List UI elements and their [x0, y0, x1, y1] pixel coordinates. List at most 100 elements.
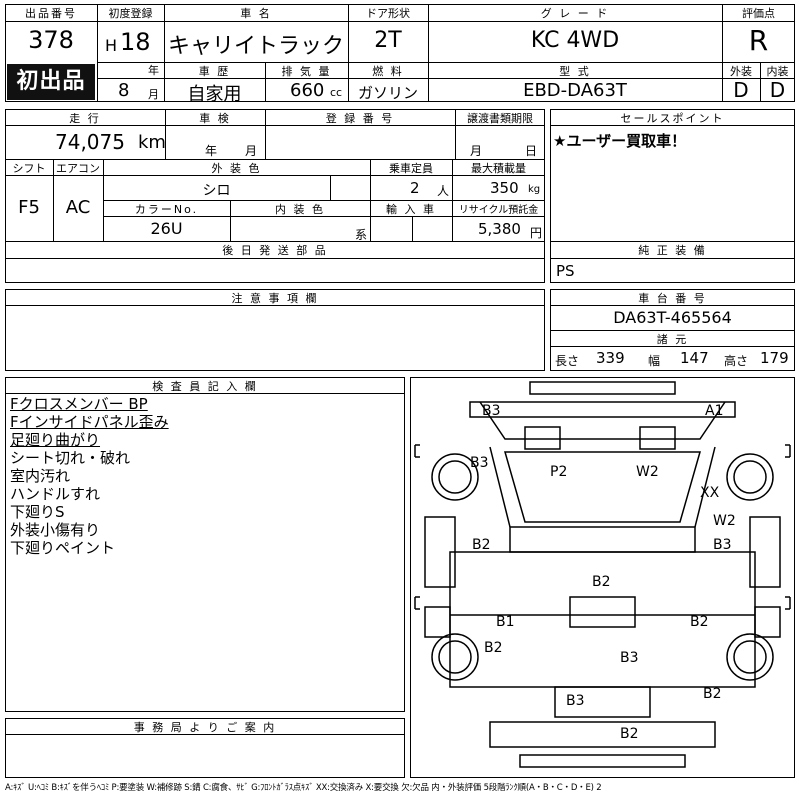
inspector-line: ハンドルすれ — [10, 485, 101, 503]
height-value: 179 — [760, 349, 789, 367]
inspector-line: 外装小傷有り — [10, 521, 101, 539]
grade-value: KC 4WD — [530, 28, 620, 53]
mileage-value: 74,075 — [55, 130, 125, 154]
first-listing-badge: 初出品 — [7, 64, 95, 100]
parts-label: 後 日 発 送 部 品 — [222, 244, 328, 257]
plate-label: 登 録 番 号 — [325, 112, 395, 125]
ac-label: エアコン — [56, 162, 100, 175]
colorno-value: 26U — [150, 219, 183, 238]
grade-label: グ レ ー ド — [540, 7, 610, 20]
transfer-day-unit: 日 — [525, 144, 538, 158]
interior-color-unit: 系 — [355, 228, 368, 242]
car-name: キャリイトラック — [167, 34, 344, 59]
interior-grade-label: 内装 — [766, 65, 789, 78]
model-label: 型 式 — [559, 65, 591, 78]
recycle-value: 5,380 — [478, 220, 521, 238]
equipment-value: PS — [556, 262, 575, 280]
damage-mark: B3 — [620, 650, 639, 666]
transfer-month-unit: 月 — [470, 144, 483, 158]
displacement-unit: cc — [330, 86, 343, 99]
inspector-line: 足廻り曲がり — [10, 431, 101, 449]
exterior-grade: D — [733, 78, 749, 102]
header-block — [5, 4, 795, 102]
length-value: 339 — [596, 349, 625, 367]
month-value: 8 — [118, 80, 130, 101]
color-value: シロ — [202, 183, 231, 199]
score-label: 評価点 — [742, 7, 775, 20]
caution-box — [5, 289, 545, 371]
truck-diagram-svg — [414, 381, 791, 768]
chassis-label: 車 台 番 号 — [638, 292, 707, 305]
damage-mark: W2 — [713, 513, 736, 529]
damage-mark: B3 — [713, 537, 732, 553]
damage-mark: B3 — [470, 455, 489, 471]
displacement-label: 排 気 量 — [281, 65, 332, 78]
damage-mark: B2 — [592, 574, 611, 590]
inspector-box — [5, 377, 405, 712]
door-type: 2T — [374, 28, 402, 53]
era-value: H — [105, 36, 118, 55]
load-unit: kg — [528, 184, 541, 195]
damage-mark: XX — [700, 485, 720, 501]
inspector-line: 下廻りペイント — [10, 539, 116, 557]
inspector-line: Fインサイドパネル歪み — [10, 413, 169, 431]
damage-mark: B2 — [472, 537, 491, 553]
capacity-value: 2 — [410, 179, 420, 197]
sales-point-text: ★ユーザー買取車！ — [553, 132, 687, 150]
ac-value: AC — [65, 197, 91, 218]
load-label: 最大積載量 — [471, 162, 526, 175]
lot-number: 378 — [28, 26, 74, 54]
office-box — [5, 718, 405, 778]
registration-label: 初度登録 — [108, 7, 153, 20]
inspection-year-unit: 年 — [205, 144, 218, 158]
car-name-label: 車 名 — [240, 7, 272, 20]
history-label: 車 歴 — [198, 65, 231, 78]
damage-mark: A1 — [705, 403, 724, 419]
equipment-label: 純 正 装 備 — [638, 244, 707, 257]
year-value: 18 — [120, 28, 151, 56]
vehicle-details — [5, 109, 545, 283]
vehicle-diagram — [410, 377, 795, 778]
inspector-label: 検 査 員 記 入 欄 — [152, 380, 258, 393]
sales-point-label: セールスポイント — [620, 112, 725, 125]
damage-mark: P2 — [550, 464, 568, 480]
damage-mark: B3 — [482, 403, 501, 419]
height-label: 高さ — [724, 354, 749, 368]
length-label: 長さ — [555, 354, 580, 368]
damage-mark: B3 — [566, 693, 585, 709]
sales-point-box — [550, 109, 795, 283]
legend-text: A:ｷｽﾞ U:ﾍｺﾐ B:ｷｽﾞを伴うﾍｺﾐ P:要塗装 W:補修跡 S:錆 … — [5, 783, 602, 793]
recycle-label: リサイクル預託金 — [458, 205, 539, 216]
exterior-grade-label: 外装 — [730, 65, 752, 78]
mileage-unit: km — [138, 132, 166, 153]
lot-label: 出品番号 — [25, 7, 77, 20]
width-label: 幅 — [648, 354, 661, 368]
width-value: 147 — [680, 349, 709, 367]
inspection-label: 車 検 — [199, 112, 231, 125]
fuel-label: 燃 料 — [372, 65, 404, 78]
color-label: 外 装 色 — [211, 162, 262, 175]
chassis-number: DA63T-465564 — [613, 308, 732, 327]
inspector-line: 下廻りS — [10, 503, 65, 521]
inspector-line: Fクロスメンバー BP — [10, 395, 148, 413]
capacity-label: 乗車定員 — [389, 162, 433, 175]
capacity-unit: 人 — [437, 184, 450, 198]
model-value: EBD-DA63T — [523, 80, 627, 101]
inspector-notes: Fクロスメンバー BP Fインサイドパネル歪み 足廻り曲がり シート切れ・破れ … — [10, 395, 169, 557]
history-value: 自家用 — [187, 84, 242, 105]
fuel-value: ガソリン — [357, 84, 418, 102]
inspector-line: 室内汚れ — [10, 467, 71, 485]
damage-mark: B1 — [496, 614, 515, 630]
damage-mark: B2 — [620, 726, 639, 742]
inspection-month-unit: 月 — [245, 144, 258, 158]
door-label: ドア形状 — [366, 7, 410, 20]
inspector-line: シート切れ・破れ — [10, 449, 131, 467]
displacement-value: 660 — [290, 80, 325, 101]
interior-color-label: 内 装 色 — [275, 203, 325, 216]
interior-grade: D — [769, 78, 786, 102]
spec-label: 諸 元 — [656, 333, 689, 346]
shift-value: F5 — [18, 197, 40, 218]
shift-label: シフト — [12, 162, 46, 175]
year-unit: 年 — [148, 64, 159, 77]
mileage-label: 走 行 — [69, 112, 101, 125]
